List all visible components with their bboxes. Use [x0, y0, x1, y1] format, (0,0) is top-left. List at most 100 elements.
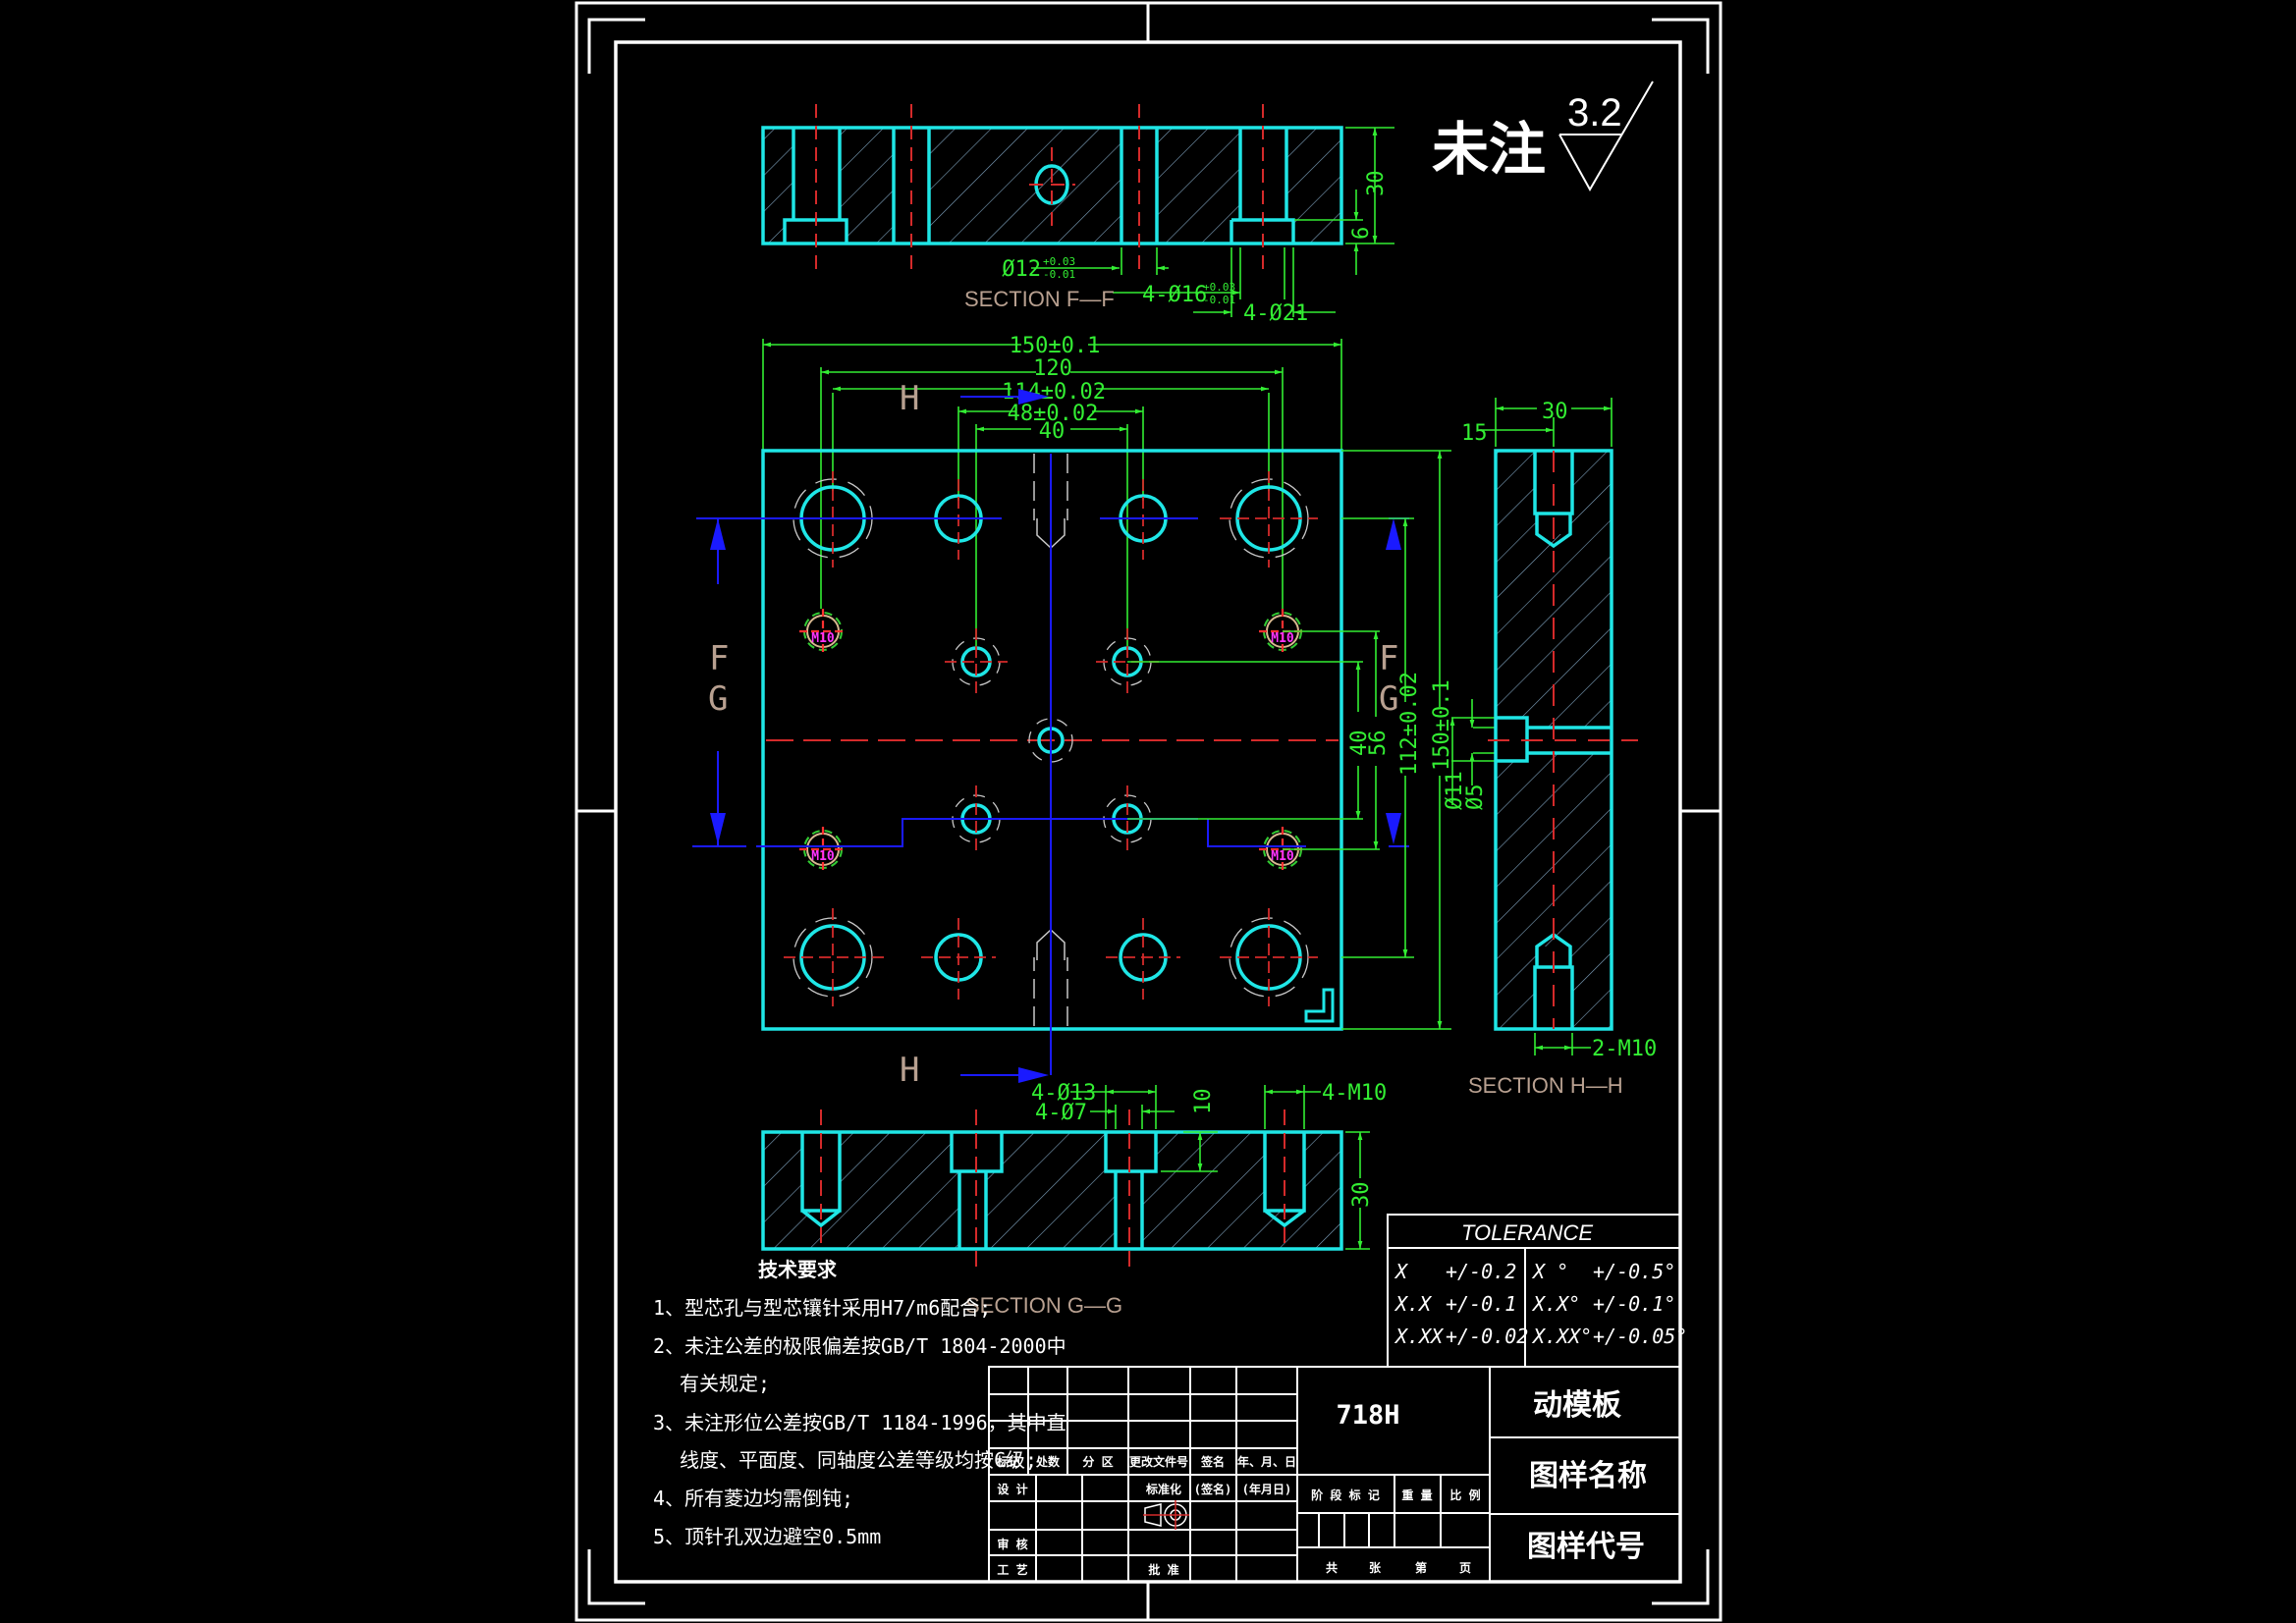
- review-label: 审 核: [997, 1537, 1027, 1551]
- datum-corner-mark: [1304, 988, 1335, 1023]
- thread-tag: M10: [811, 849, 835, 864]
- gg-thru-dim: 4-Ø7: [1035, 1101, 1087, 1125]
- tech-req-item: 3、未注形位公差按GB/T 1184-1996，其中直: [653, 1411, 1066, 1434]
- tech-req-item: 1、型芯孔与型芯镶针采用H7/m6配合;: [653, 1296, 991, 1320]
- drawing-code-label: 图样代号: [1527, 1530, 1645, 1564]
- cut-label-g-right: G: [1379, 679, 1398, 719]
- svg-text:-0.01: -0.01: [1043, 268, 1075, 281]
- roughness-label: 未注: [1432, 116, 1546, 183]
- gg-depth-dim: 10: [1191, 1089, 1216, 1115]
- svg-text:X °: X °: [1531, 1260, 1568, 1283]
- projection-symbol-icon: [1143, 1500, 1189, 1530]
- plan-v40-dim: 40: [1347, 730, 1372, 757]
- technical-requirements: 技术要求 1、型芯孔与型芯镶针采用H7/m6配合; 2、未注公差的极限偏差按GB…: [653, 1258, 1066, 1548]
- tolerance-title: TOLERANCE: [1461, 1220, 1593, 1245]
- standardize-label: 标准化: [1145, 1482, 1181, 1496]
- title-block: 标记 处数 分 区 更改文件号 签名 年、月、日 设 计 标准化 (签名) (年…: [988, 1366, 1681, 1583]
- section-gg-title: SECTION G—G: [965, 1293, 1122, 1318]
- design-label: 设 计: [997, 1482, 1027, 1496]
- rev-header: 处数: [1035, 1454, 1061, 1469]
- date-label: (年月日): [1242, 1482, 1291, 1496]
- section-hh-view: 30 15 2-M10 SECTION H—H: [1461, 398, 1657, 1098]
- sheet-label: 第: [1415, 1560, 1427, 1575]
- process-label: 工 艺: [997, 1562, 1027, 1577]
- approve-label: 批 准: [1148, 1562, 1178, 1577]
- sign-label: (签名): [1194, 1482, 1231, 1496]
- plan-120-dim: 120: [1033, 356, 1072, 381]
- section-cut-lines: [692, 396, 1409, 1076]
- surface-roughness-note: 未注 3.2: [1432, 81, 1654, 192]
- svg-text:X.XX: X.XX: [1394, 1325, 1445, 1348]
- svg-text:X: X: [1394, 1260, 1409, 1283]
- ff-counterbore-dim: 4-Ø21: [1243, 301, 1308, 326]
- plan-v112-dim: 112±0.02: [1397, 672, 1422, 776]
- tech-req-item: 5、顶针孔双边避空0.5mm: [653, 1525, 881, 1548]
- cut-label-h-top: H: [900, 379, 919, 418]
- section-ff-view: 30 6 Ø12 +0.03 -0.01 4-Ø16 +0.03 -0.01 4…: [761, 104, 1394, 326]
- plan-v56-dim: 56: [1366, 730, 1391, 757]
- ff-pin-holes-dim: 4-Ø16: [1142, 283, 1207, 307]
- section-gg-view: 4-Ø13 4-Ø7 10 4-M10 30 SECTION G—G: [761, 1081, 1387, 1318]
- stage-header: 比 例: [1449, 1488, 1480, 1502]
- sheet-label: 张: [1369, 1560, 1382, 1575]
- roughness-symbol-icon: [1558, 81, 1654, 192]
- hh-thread-dim: 2-M10: [1592, 1037, 1657, 1061]
- svg-text:-0.01: -0.01: [1203, 294, 1235, 306]
- hh-half-dim: 15: [1461, 421, 1488, 446]
- ff-height-dim: 30: [1364, 171, 1389, 197]
- svg-text:+/-0.1°: +/-0.1°: [1593, 1292, 1675, 1316]
- plan-48-dim: 48±0.02: [1008, 402, 1099, 426]
- cut-label-g-left: G: [708, 679, 728, 719]
- gg-thread-dim: 4-M10: [1322, 1081, 1387, 1106]
- tolerance-table: TOLERANCE X +/-0.2 X ° +/-0.5° X.X +/-0.…: [1387, 1214, 1687, 1368]
- plan-dia5-dim: Ø5: [1463, 784, 1488, 811]
- svg-text:+/-0.1: +/-0.1: [1446, 1292, 1516, 1316]
- section-arrow-icons: [710, 389, 1401, 1083]
- stage-header: 重 量: [1401, 1488, 1432, 1502]
- sheet-label: 页: [1459, 1561, 1471, 1575]
- svg-text:+/-0.05°: +/-0.05°: [1593, 1325, 1687, 1348]
- rev-header: 分 区: [1082, 1454, 1113, 1469]
- plan-view: 150±0.1 120 114±0.02 48±0.02 40: [692, 334, 1496, 1090]
- ff-cbore-depth-dim: 6: [1349, 227, 1374, 240]
- rev-header: 签名: [1200, 1454, 1225, 1469]
- thread-tag: M10: [1271, 849, 1294, 864]
- plan-v150-dim: 150±0.1: [1430, 679, 1454, 771]
- rev-header: 标记: [996, 1454, 1020, 1469]
- rev-header: 更改文件号: [1129, 1454, 1188, 1469]
- tech-req-item: 有关规定;: [680, 1372, 770, 1395]
- material-label: 718H: [1336, 1400, 1399, 1431]
- rev-header: 年、月、日: [1237, 1454, 1296, 1469]
- drawing-name-label: 图样名称: [1529, 1459, 1647, 1493]
- plan-width-dim: 150±0.1: [1010, 334, 1101, 358]
- tech-req-item: 线度、平面度、同轴度公差等级均按C级;: [680, 1448, 1037, 1472]
- plan-40-dim: 40: [1039, 419, 1066, 444]
- svg-text:X.X°: X.X°: [1531, 1292, 1580, 1316]
- part-name: 动模板: [1533, 1388, 1621, 1423]
- svg-text:X.XX°: X.XX°: [1531, 1325, 1592, 1348]
- tech-req-heading: 技术要求: [758, 1258, 838, 1281]
- gg-cbore-dim: 4-Ø13: [1031, 1081, 1096, 1106]
- gg-height-dim: 30: [1349, 1182, 1374, 1209]
- tech-req-item: 2、未注公差的极限偏差按GB/T 1804-2000中: [653, 1334, 1066, 1358]
- cut-label-h-bottom: H: [900, 1051, 919, 1090]
- cut-label-f-left: F: [709, 639, 729, 678]
- thread-tag: M10: [1271, 631, 1294, 646]
- svg-text:+0.03: +0.03: [1203, 281, 1235, 294]
- svg-text:+0.03: +0.03: [1043, 255, 1075, 268]
- plan-dia11-dim: Ø11: [1443, 771, 1467, 810]
- roughness-value: 3.2: [1567, 91, 1622, 135]
- ff-center-hole-dim: Ø12: [1002, 257, 1041, 282]
- sheet-label: 共: [1326, 1560, 1338, 1575]
- hh-width-dim: 30: [1542, 400, 1568, 424]
- svg-text:+/-0.5°: +/-0.5°: [1593, 1260, 1675, 1283]
- section-hh-title: SECTION H—H: [1468, 1073, 1623, 1098]
- plate-outline: [761, 449, 1343, 1031]
- svg-text:+/-0.2: +/-0.2: [1446, 1260, 1516, 1283]
- cut-label-f-right: F: [1379, 639, 1398, 678]
- svg-text:+/-0.02: +/-0.02: [1446, 1325, 1528, 1348]
- stage-header: 阶 段 标 记: [1311, 1488, 1380, 1502]
- tech-req-item: 4、所有菱边均需倒钝;: [653, 1487, 853, 1510]
- section-ff-title: SECTION F—F: [964, 287, 1115, 311]
